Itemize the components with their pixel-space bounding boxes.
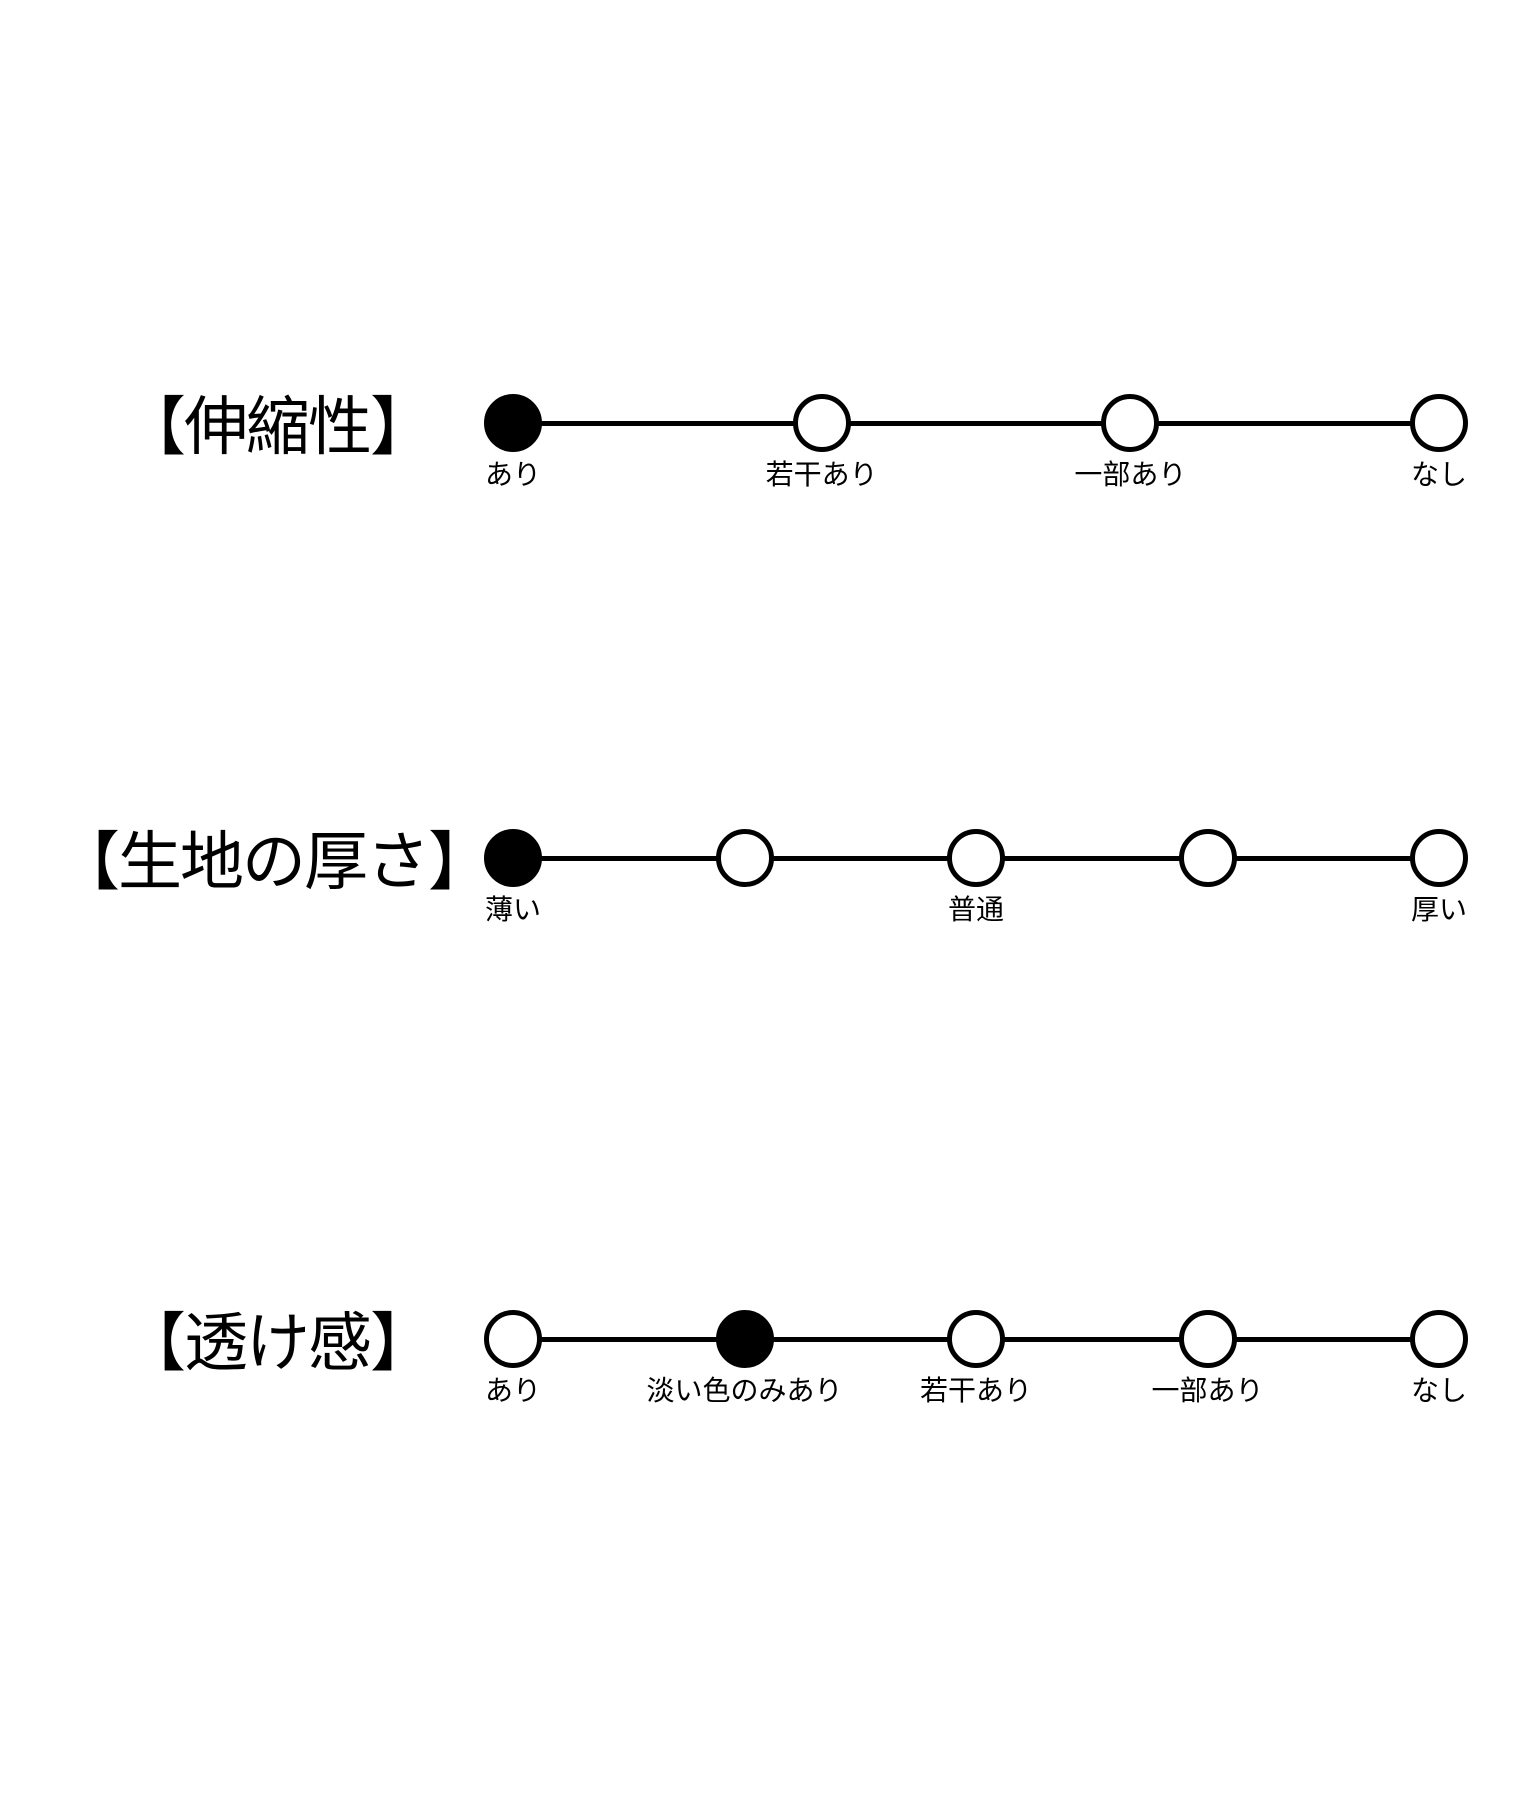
scale-title: 【透け感】 bbox=[122, 1307, 434, 1381]
scale-option-label: あり bbox=[484, 1374, 542, 1407]
scale-option-label: 厚い bbox=[1410, 893, 1468, 926]
scale-marker[interactable] bbox=[484, 1310, 542, 1368]
scale-title: 【伸縮性】 bbox=[122, 391, 434, 465]
scale-marker[interactable] bbox=[1178, 829, 1237, 887]
scale-option-label: なし bbox=[1410, 458, 1468, 491]
scale-marker[interactable] bbox=[792, 394, 851, 452]
scale-option-label: 若干あり bbox=[765, 458, 878, 491]
scale-option-label: なし bbox=[1410, 1374, 1468, 1407]
scale-option-label: あり bbox=[484, 458, 542, 491]
scale-option-label: 普通 bbox=[947, 893, 1005, 926]
scale-marker[interactable] bbox=[1410, 829, 1468, 887]
scale-option-label: 若干あり bbox=[919, 1374, 1033, 1407]
scale-title: 【生地の厚さ】 bbox=[56, 826, 492, 900]
scale-marker[interactable] bbox=[715, 829, 774, 887]
scale-option-label: 薄い bbox=[484, 893, 542, 926]
scale-marker[interactable] bbox=[1101, 394, 1160, 452]
scale-marker[interactable] bbox=[1410, 394, 1468, 452]
scale-marker[interactable] bbox=[715, 1310, 774, 1368]
thickness-scale: 【生地の厚さ】 薄い 普通 厚い bbox=[0, 815, 1536, 975]
scale-marker[interactable] bbox=[484, 394, 542, 452]
scale-marker[interactable] bbox=[484, 829, 542, 887]
scale-option-label: 一部あり bbox=[1151, 1374, 1264, 1407]
scale-marker[interactable] bbox=[947, 1310, 1005, 1368]
scale-marker[interactable] bbox=[1410, 1310, 1468, 1368]
scale-option-label: 淡い色のみあり bbox=[646, 1374, 843, 1407]
stretch-scale: 【伸縮性】 あり 若干あり 一部あり なし bbox=[0, 380, 1536, 540]
sheerness-scale: 【透け感】 あり 淡い色のみあり 若干あり 一部あり なし bbox=[0, 1296, 1536, 1456]
scale-option-label: 一部あり bbox=[1074, 458, 1187, 491]
scale-marker[interactable] bbox=[1178, 1310, 1237, 1368]
scale-track-line bbox=[513, 421, 1439, 426]
scale-marker[interactable] bbox=[947, 829, 1005, 887]
